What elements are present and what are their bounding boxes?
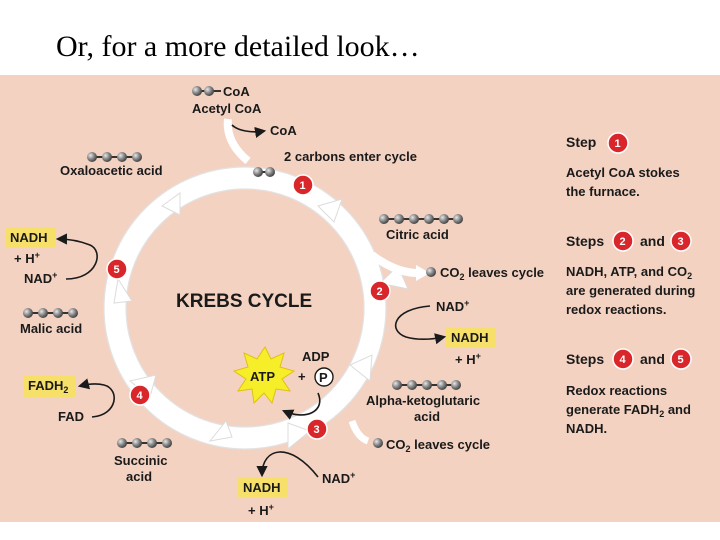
step2-nad-reduction: NAD+ NADH + H+ — [394, 298, 496, 367]
step5-nad-reduction: NADH + H+ NAD+ — [6, 227, 98, 286]
step5-nadh-label: NADH — [10, 230, 48, 245]
malic-acid-label: Malic acid — [20, 321, 82, 336]
krebs-cycle-diagram: CoA Acetyl CoA CoA 2 carbons enter cycle… — [6, 84, 695, 518]
step2-h-plus-label: + H+ — [455, 351, 481, 367]
step-badge-4: 4 — [129, 384, 151, 406]
legend-step45-desc-3: NADH. — [566, 421, 607, 436]
step5-h-plus-label: + H+ — [14, 250, 40, 266]
legend-step23-desc-2: are generated during — [566, 283, 695, 298]
legend-step-label: Step — [566, 134, 596, 150]
co2-bottom-sub: 2 — [406, 444, 411, 454]
legend-step1-desc-2: the furnace. — [566, 184, 640, 199]
co2-bottom-prefix: CO — [386, 437, 406, 452]
svg-text:3: 3 — [678, 236, 684, 248]
step2-nadh-highlight — [446, 327, 496, 347]
citric-acid: Citric acid — [379, 214, 463, 242]
alpha-ketoglutaric-label-1: Alpha-ketoglutaric — [366, 393, 480, 408]
co2-leaves-top: CO2 leaves cycle — [369, 251, 544, 282]
step3-h-plus-label: + H+ — [248, 502, 274, 518]
svg-text:5: 5 — [114, 264, 120, 276]
acetyl-coa-entry: CoA Acetyl CoA CoA 2 carbons enter cycle — [192, 84, 417, 177]
co2-bottom-suffix: leaves cycle — [411, 437, 491, 452]
steps-legend: Step 1 Acetyl CoA stokes the furnace. St… — [566, 132, 695, 436]
co2-top-suffix: leaves cycle — [465, 265, 545, 280]
co2-leaves-bottom: CO2 leaves cycle — [348, 419, 490, 454]
svg-text:2: 2 — [377, 286, 383, 298]
coa-group-label: CoA — [223, 84, 250, 99]
step3-nadh-label: NADH — [243, 480, 281, 495]
step-badge-5: 5 — [106, 258, 128, 280]
step4-fadh2-label: FADH2 — [28, 378, 68, 395]
legend-steps-label-b: Steps — [566, 351, 604, 367]
svg-text:4: 4 — [137, 390, 144, 402]
krebs-cycle-figure: CoA Acetyl CoA CoA 2 carbons enter cycle… — [0, 75, 720, 522]
step3-nad-label: NAD+ — [322, 470, 355, 486]
co2-top-prefix: CO — [440, 265, 460, 280]
step4-fadh2-highlight — [24, 375, 76, 397]
legend-step23-desc-1: NADH, ATP, and CO2 — [566, 264, 692, 281]
svg-text:1: 1 — [615, 138, 621, 150]
step-badge-1: 1 — [292, 174, 314, 196]
legend-step23-desc-3: redox reactions. — [566, 302, 666, 317]
acetyl-coa-label: Acetyl CoA — [192, 101, 262, 116]
step4-fad-reduction: FADH2 FAD — [24, 375, 115, 424]
legend-step1-desc-1: Acetyl CoA stokes — [566, 165, 680, 180]
alpha-ketoglutaric-label-2: acid — [414, 409, 440, 424]
cycle-arrowheads — [113, 192, 409, 451]
malic-acid: Malic acid — [20, 308, 82, 336]
svg-text:4: 4 — [620, 354, 627, 366]
step3-nadh-highlight — [238, 477, 288, 497]
legend-steps-4-5: Steps 4 and 5 Redox reactions generate F… — [566, 348, 692, 436]
adp-label: ADP — [302, 349, 330, 364]
step3-nad-reduction: NAD+ NADH + H+ — [238, 451, 355, 518]
legend-steps-2-3: Steps 2 and 3 NADH, ATP, and CO2 are gen… — [566, 230, 695, 317]
phosphate-label: P — [319, 370, 328, 385]
legend-step45-desc-2: generate FADH2 and — [566, 402, 691, 419]
svg-text:2: 2 — [620, 236, 626, 248]
step2-nadh-label: NADH — [451, 330, 489, 345]
svg-text:3: 3 — [314, 424, 320, 436]
svg-text:5: 5 — [678, 354, 684, 366]
succinic-acid-label-2: acid — [126, 469, 152, 484]
cycle-ring — [103, 166, 387, 450]
atp-generation: ADP + P ATP — [232, 346, 334, 420]
succinic-acid-label-1: Succinic — [114, 453, 167, 468]
cycle-title: KREBS CYCLE — [176, 291, 312, 312]
step4-fad-label: FAD — [58, 409, 84, 424]
oxaloacetic-acid: Oxaloacetic acid — [60, 152, 163, 178]
svg-text:CO2 leaves cycle: CO2 leaves cycle — [386, 437, 490, 454]
step5-nad-label: NAD+ — [24, 270, 57, 286]
atp-label: ATP — [250, 369, 275, 384]
legend-step45-desc-1: Redox reactions — [566, 383, 667, 398]
step-badge-2: 2 — [369, 280, 391, 302]
atp-burst — [232, 346, 296, 405]
step-badge-3: 3 — [306, 418, 328, 440]
svg-text:CO2 leaves cycle: CO2 leaves cycle — [440, 265, 544, 282]
oxaloacetic-acid-label: Oxaloacetic acid — [60, 163, 163, 178]
legend-and-label-a: and — [640, 233, 665, 249]
plus-sign: + — [298, 369, 306, 384]
carbons-enter-label: 2 carbons enter cycle — [284, 149, 417, 164]
step5-nadh-highlight — [6, 227, 56, 247]
step2-nad-label: NAD+ — [436, 298, 469, 314]
coa-released-label: CoA — [270, 123, 297, 138]
citric-acid-label: Citric acid — [386, 227, 449, 242]
legend-step-1: Step 1 Acetyl CoA stokes the furnace. — [566, 132, 680, 199]
legend-steps-label-a: Steps — [566, 233, 604, 249]
alpha-ketoglutaric-acid: Alpha-ketoglutaric acid — [366, 380, 480, 424]
succinic-acid: Succinic acid — [114, 438, 172, 484]
slide-title: Or, for a more detailed look… — [56, 30, 420, 63]
co2-top-sub: 2 — [460, 272, 465, 282]
legend-and-label-b: and — [640, 351, 665, 367]
svg-text:1: 1 — [300, 180, 306, 192]
